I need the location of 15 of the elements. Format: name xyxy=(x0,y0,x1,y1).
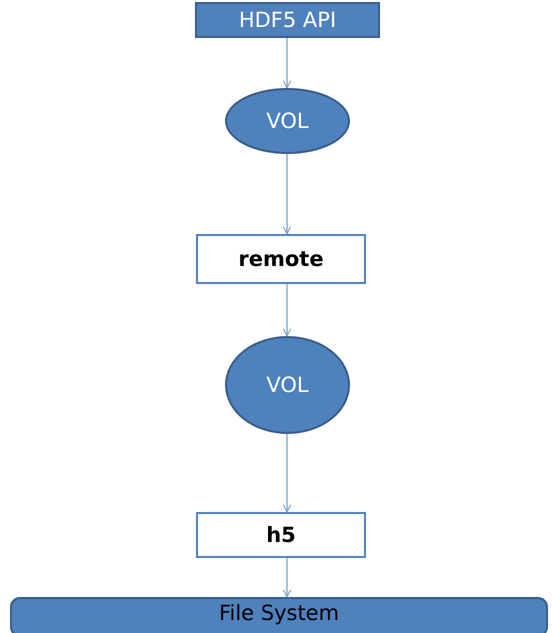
arrow xyxy=(282,558,292,598)
node-label: VOL xyxy=(266,109,309,133)
node-label: HDF5 API xyxy=(238,8,336,32)
process-box xyxy=(196,512,366,558)
arrow xyxy=(282,154,292,235)
node-label: VOL xyxy=(266,373,309,397)
base-bar xyxy=(10,597,548,633)
node-label: remote xyxy=(238,247,324,271)
node-label: h5 xyxy=(266,523,296,547)
process-box xyxy=(196,234,366,284)
node-label: File System xyxy=(218,601,340,625)
arrow xyxy=(282,284,292,337)
arrow xyxy=(282,38,292,89)
arrow xyxy=(282,434,292,513)
header-box xyxy=(195,2,380,38)
